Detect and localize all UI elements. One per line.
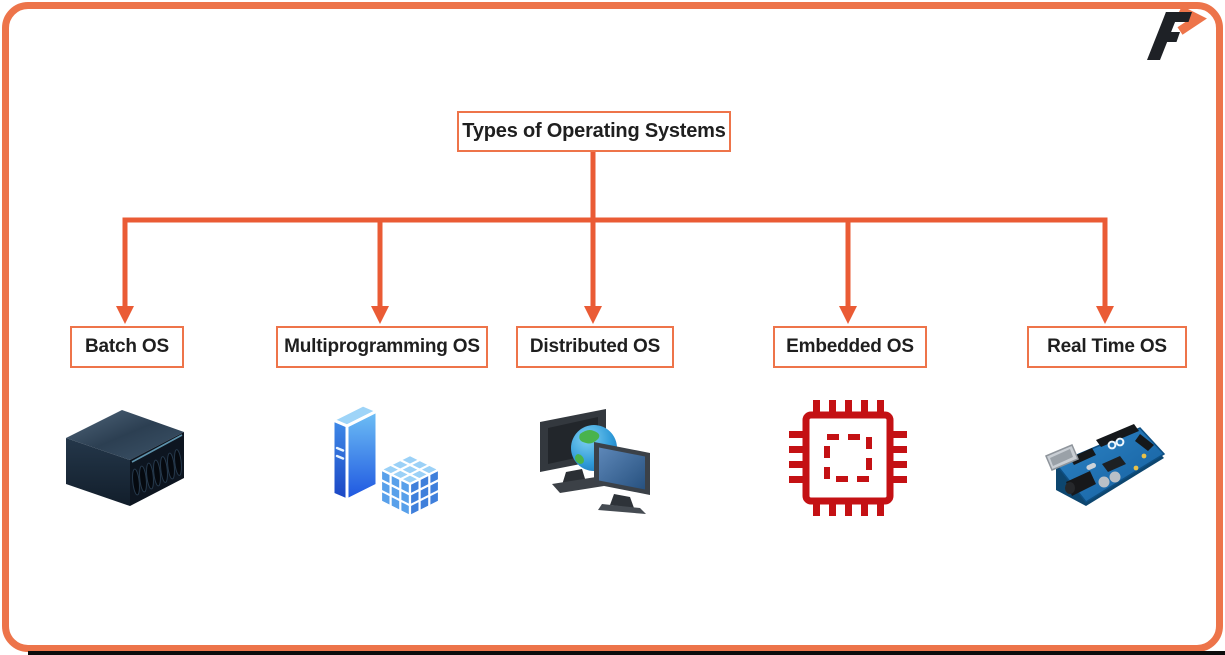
server-rack-icon bbox=[66, 410, 184, 506]
node-label: Multiprogramming OS bbox=[284, 336, 480, 357]
microchip-icon bbox=[789, 400, 907, 516]
node-label: Distributed OS bbox=[529, 336, 661, 357]
faceprep-logo bbox=[1147, 5, 1207, 60]
networked-monitors-globe-icon bbox=[540, 409, 650, 514]
node-multiprogramming-os: Multiprogramming OS bbox=[276, 326, 488, 368]
root-node-label: Types of Operating Systems bbox=[462, 120, 726, 142]
node-real-time-os: Real Time OS bbox=[1027, 326, 1187, 368]
node-label: Batch OS bbox=[85, 336, 169, 357]
node-label: Real Time OS bbox=[1047, 336, 1167, 357]
bottom-video-progress-bar bbox=[28, 651, 1225, 655]
node-batch-os: Batch OS bbox=[70, 326, 184, 368]
computer-tower-and-cube-icon bbox=[331, 403, 441, 518]
root-node-types-of-operating-systems: Types of Operating Systems bbox=[457, 111, 731, 152]
node-label: Embedded OS bbox=[786, 336, 914, 357]
node-distributed-os: Distributed OS bbox=[516, 326, 674, 368]
node-embedded-os: Embedded OS bbox=[773, 326, 927, 368]
arduino-board-icon bbox=[1045, 424, 1166, 506]
